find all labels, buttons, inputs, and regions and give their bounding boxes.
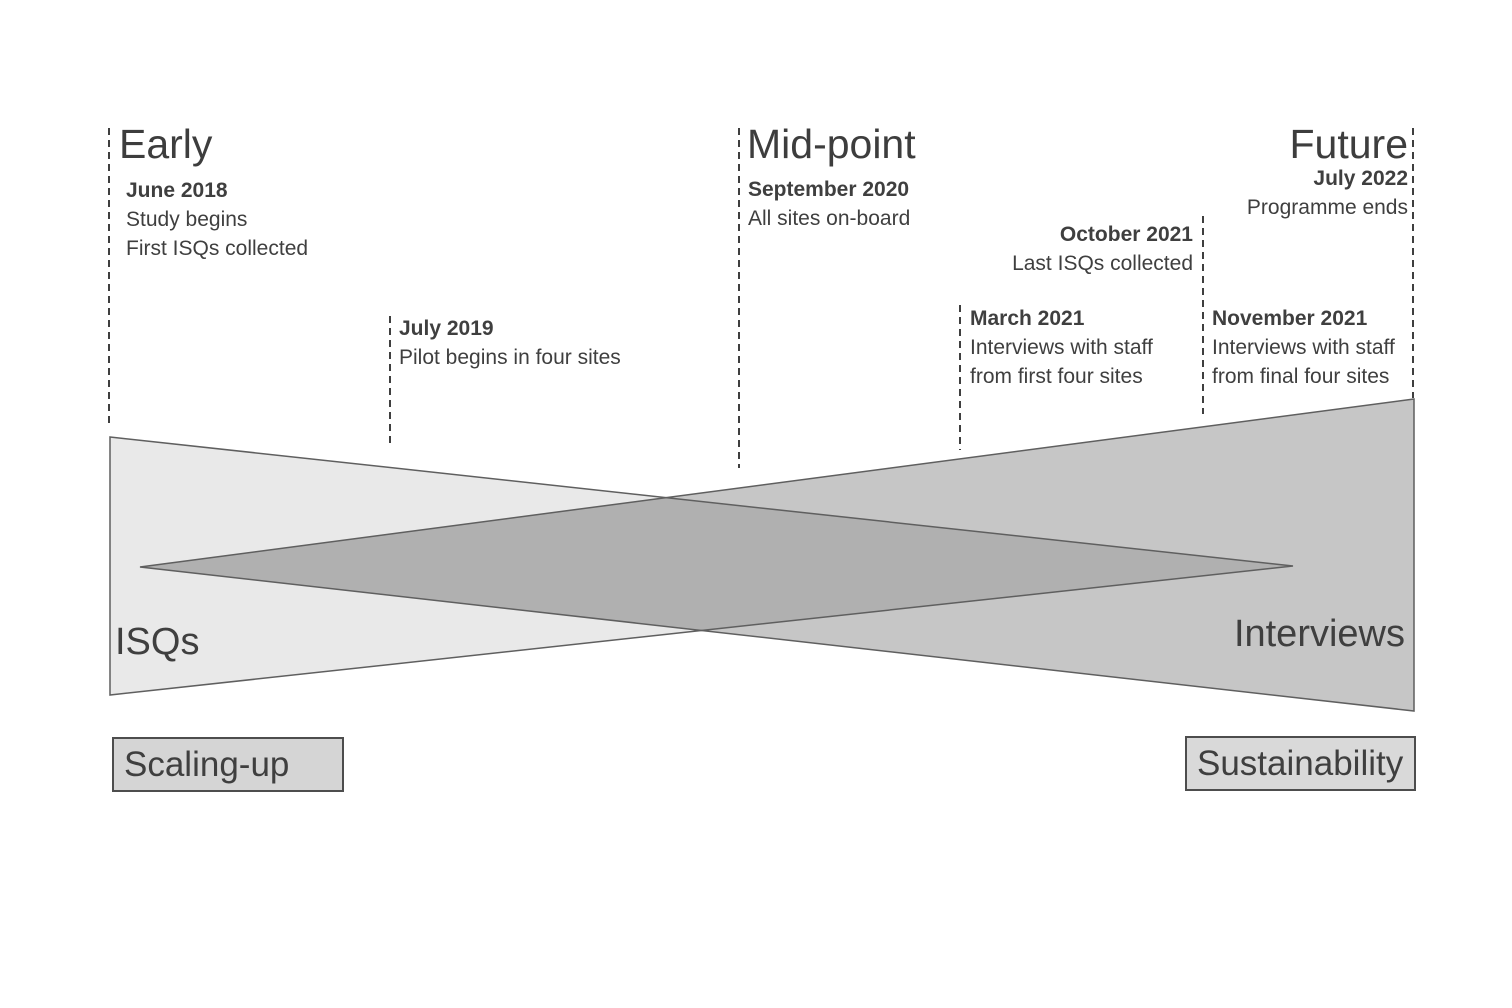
event-line: Pilot begins in four sites <box>399 346 621 369</box>
event-date: March 2021 <box>970 307 1085 330</box>
event-november-2021: November 2021 Interviews with staff from… <box>1212 304 1395 391</box>
event-july-2019: July 2019 Pilot begins in four sites <box>399 314 621 372</box>
event-date: July 2019 <box>399 317 494 340</box>
event-october-2021: October 2021 Last ISQs collected <box>1012 220 1193 278</box>
interviews-wedge-label: Interviews <box>1233 613 1405 655</box>
event-june-2018: June 2018 Study begins First ISQs collec… <box>126 176 308 263</box>
interviews-wedge-outline <box>139 398 1415 712</box>
event-line: Last ISQs collected <box>1012 252 1193 275</box>
event-line: First ISQs collected <box>126 237 309 260</box>
scaling-up-box: Scaling-up <box>112 737 344 792</box>
phase-title-midpoint: Mid-point <box>747 121 916 167</box>
event-september-2020: September 2020 All sites on-board <box>748 175 910 233</box>
event-date: October 2021 <box>1059 223 1193 246</box>
isqs-wedge-label: ISQs <box>115 621 200 663</box>
event-line: Study begins <box>126 208 248 231</box>
event-date: September 2020 <box>748 178 910 201</box>
sustainability-box: Sustainability <box>1185 736 1416 791</box>
event-line: from final four sites <box>1212 365 1390 388</box>
event-march-2021: March 2021 Interviews with staff from fi… <box>970 304 1153 391</box>
event-line: All sites on-board <box>748 207 911 230</box>
phase-title-future: Future <box>1289 121 1409 167</box>
event-date: November 2021 <box>1212 307 1368 330</box>
event-line: from first four sites <box>970 365 1143 388</box>
event-date: June 2018 <box>126 179 228 202</box>
event-line: Interviews with staff <box>970 336 1153 359</box>
event-date: July 2022 <box>1313 167 1408 190</box>
event-line: Programme ends <box>1246 196 1408 219</box>
phase-title-early: Early <box>119 121 213 167</box>
event-line: Interviews with staff <box>1212 336 1395 359</box>
event-july-2022: July 2022 Programme ends <box>1247 164 1408 222</box>
